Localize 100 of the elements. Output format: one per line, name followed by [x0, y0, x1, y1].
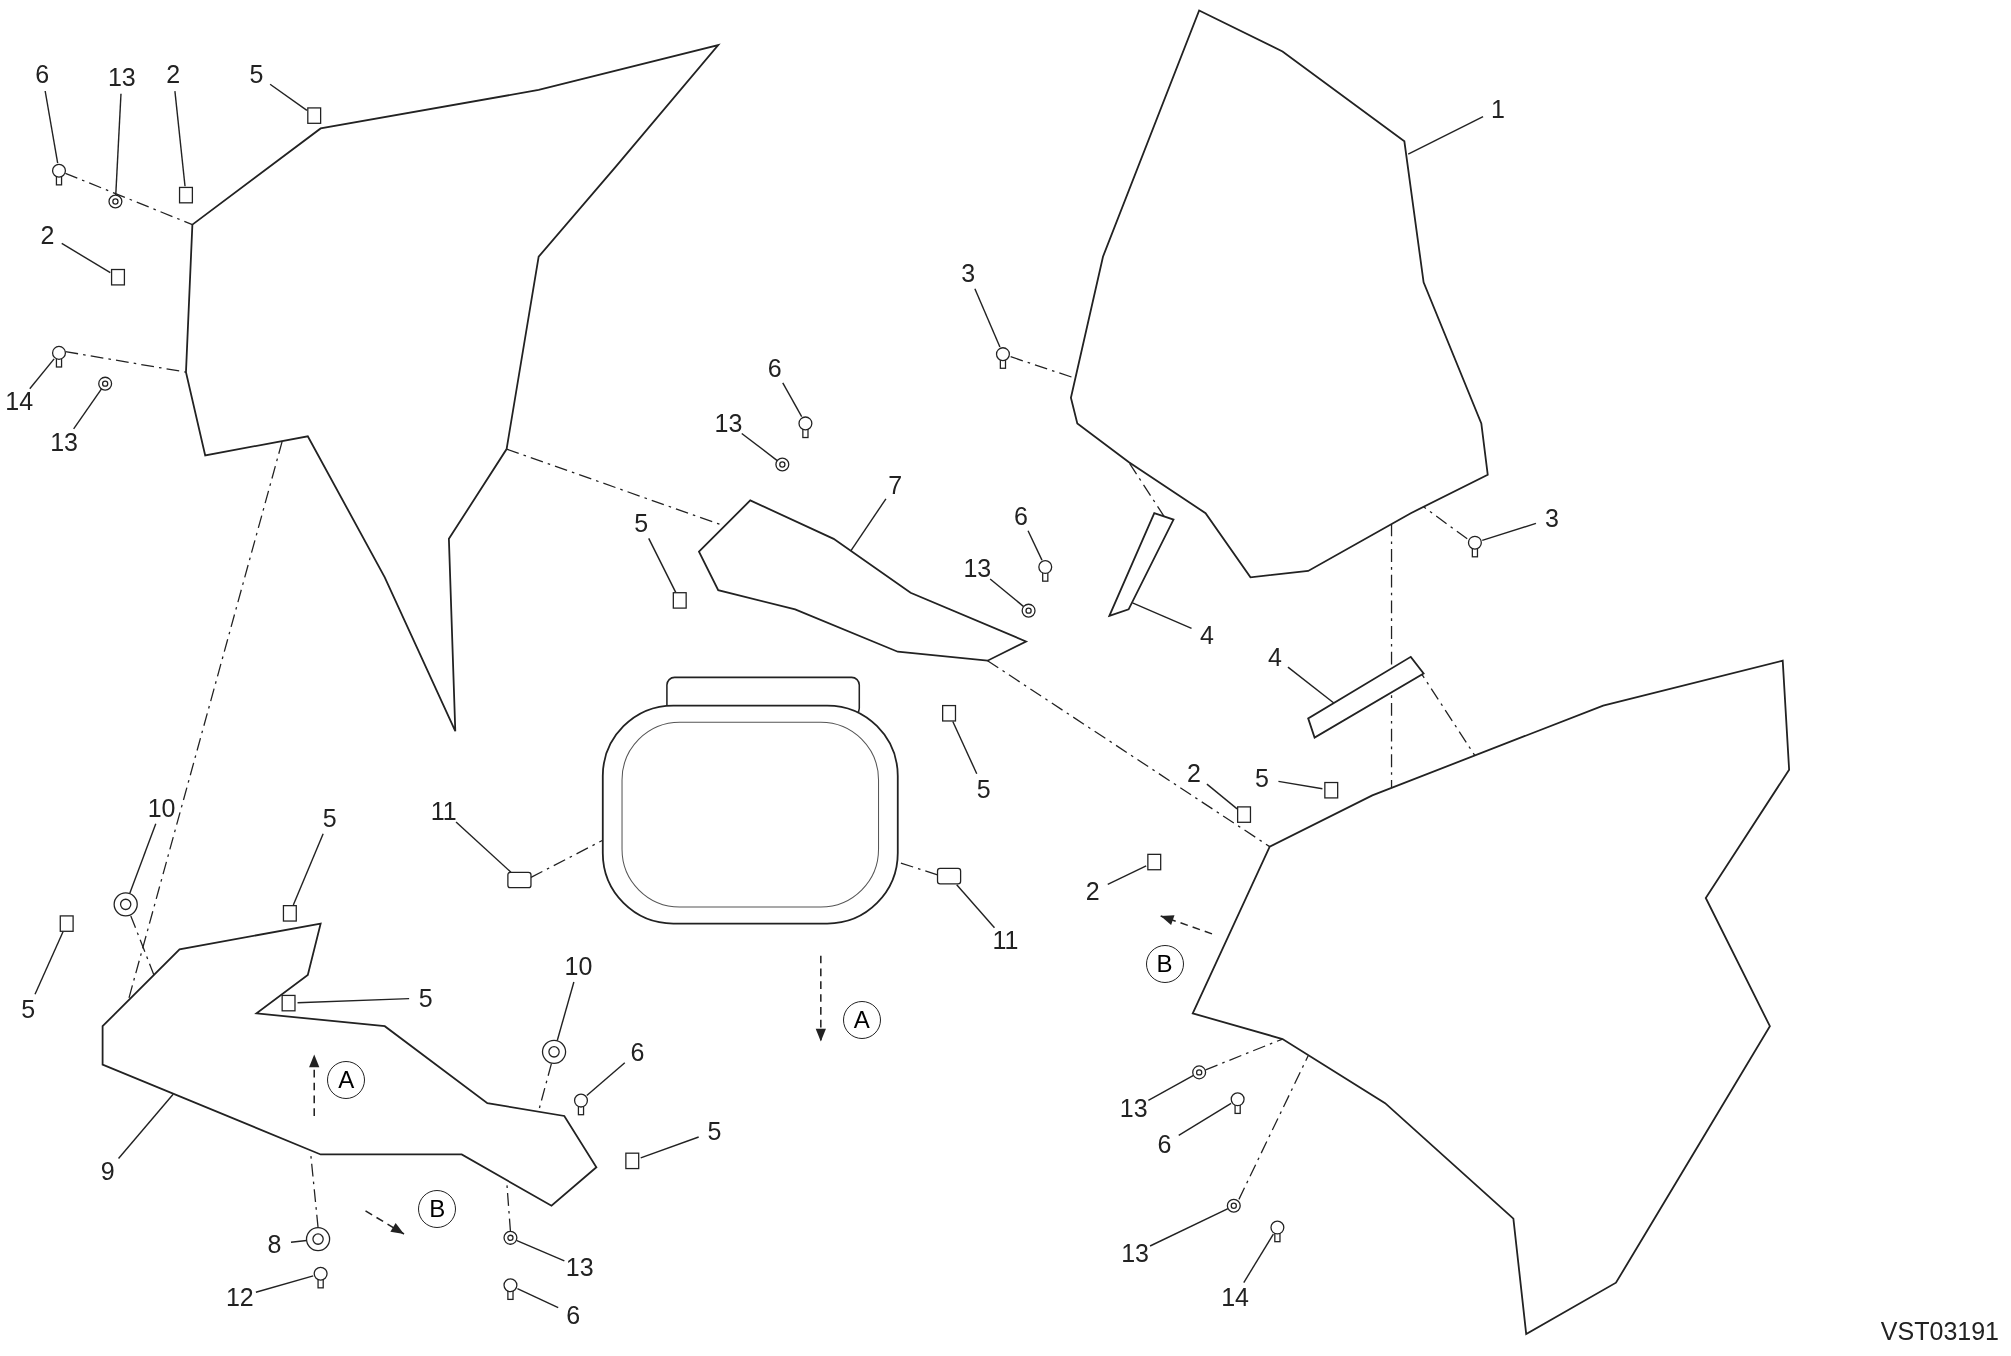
callout-number: 13: [50, 429, 79, 455]
screw-icon: [995, 347, 1010, 369]
leader-line: [974, 288, 1001, 348]
callout-number: 10: [147, 795, 176, 821]
callout-number: 5: [418, 985, 433, 1011]
leader-line: [515, 1239, 566, 1262]
callout-number: 6: [1013, 503, 1028, 529]
washer-icon: [775, 457, 790, 472]
screw-icon: [1230, 1092, 1245, 1115]
clip-nut-icon: [307, 107, 322, 124]
callout-number: 14: [1221, 1284, 1249, 1310]
leader-line: [1107, 865, 1147, 886]
leader-line: [1131, 602, 1193, 630]
callout-number: 2: [1085, 878, 1100, 904]
clip-nut-icon: [1324, 781, 1339, 799]
leader-line: [1149, 1207, 1229, 1247]
leader-line: [174, 90, 186, 187]
callout-number: 3: [1544, 505, 1559, 531]
leader-line: [129, 823, 157, 895]
screw-icon: [573, 1093, 589, 1116]
callout-number: 5: [249, 61, 264, 87]
leader-line: [1206, 783, 1238, 810]
leader-line: [952, 720, 978, 775]
callout-number: 5: [707, 1118, 722, 1144]
screw-icon: [798, 416, 813, 439]
connector-icon: [936, 867, 962, 885]
connector-icon: [507, 871, 532, 889]
assembly-line: [64, 172, 193, 226]
callout-number: 10: [564, 953, 593, 979]
callout-number: 6: [35, 61, 50, 87]
leader-line: [1178, 1102, 1232, 1137]
callout-number: 5: [1255, 766, 1269, 791]
leader-line: [640, 1136, 700, 1159]
leader-line: [117, 1093, 174, 1160]
callout-number: 5: [634, 510, 649, 536]
clip-nut-icon: [59, 915, 74, 932]
callout-number: 5: [21, 996, 36, 1022]
callout-number: 4: [1199, 622, 1214, 648]
callout-number: 6: [767, 355, 782, 381]
callout-number: 11: [430, 798, 457, 824]
drawing-code: VST03191: [1880, 1317, 1999, 1346]
screw-icon: [1467, 535, 1482, 558]
leader-line: [44, 90, 59, 164]
leader-line: [1027, 530, 1043, 561]
clip-nut-icon: [110, 268, 126, 286]
callout-number: 3: [961, 260, 976, 286]
washer-icon: [1226, 1198, 1241, 1213]
callout-number: 13: [1119, 1095, 1148, 1121]
callout-number: 2: [40, 222, 55, 248]
callout-number: 1: [1491, 96, 1505, 122]
leader-line: [1287, 666, 1335, 704]
callout-number: 2: [1187, 760, 1201, 786]
leader-line: [292, 833, 324, 906]
callout-number: 4: [1267, 644, 1282, 670]
callout-number: 13: [1121, 1240, 1149, 1266]
callout-number: 13: [107, 64, 136, 90]
leader-line: [782, 382, 803, 418]
washer-icon: [1192, 1065, 1207, 1080]
callout-number: 7: [888, 472, 903, 498]
screw-icon: [1038, 560, 1053, 582]
view-reference-circle: B: [418, 1190, 457, 1229]
callout-number: 8: [267, 1231, 282, 1257]
bracket-drawing: [1307, 655, 1425, 739]
screw-icon: [1270, 1220, 1285, 1243]
callout-number: 6: [1157, 1131, 1172, 1157]
leader-line: [1147, 1074, 1195, 1101]
callout-number: 12: [225, 1284, 254, 1310]
assembly-line: [538, 1062, 553, 1112]
leader-line: [648, 537, 677, 594]
callout-number: 13: [714, 410, 743, 436]
leader-line: [1407, 115, 1484, 155]
screw-icon: [313, 1266, 328, 1289]
callout-number: 6: [566, 1302, 581, 1328]
view-reference-circle: B: [1145, 945, 1184, 984]
leader-line: [956, 884, 996, 929]
screw-icon: [51, 163, 67, 186]
leader-line: [115, 93, 122, 196]
clip-nut-icon: [178, 186, 193, 204]
callout-number: 9: [100, 1158, 115, 1184]
leader-line: [455, 821, 512, 873]
clip-nut-icon: [282, 905, 297, 922]
callout-number: 5: [976, 776, 991, 802]
washer-icon: [108, 194, 123, 209]
headlight-drawing: [601, 676, 899, 925]
leader-line: [1243, 1233, 1275, 1284]
screw-icon: [51, 345, 67, 368]
washer-icon: [98, 376, 113, 391]
leader-line: [269, 83, 308, 112]
assembly-line: [986, 660, 1271, 848]
callout-number: 11: [992, 927, 1019, 953]
leader-line: [61, 242, 111, 274]
assembly-line: [130, 915, 155, 976]
clip-nut-icon: [281, 994, 296, 1012]
leader-line: [741, 432, 778, 462]
clip-nut-icon: [1147, 853, 1162, 871]
callout-number: 13: [963, 555, 992, 581]
clip-nut-icon: [672, 592, 687, 609]
callout-number: 6: [630, 1039, 645, 1065]
callout-number: 2: [166, 61, 181, 87]
leader-line: [989, 578, 1025, 608]
